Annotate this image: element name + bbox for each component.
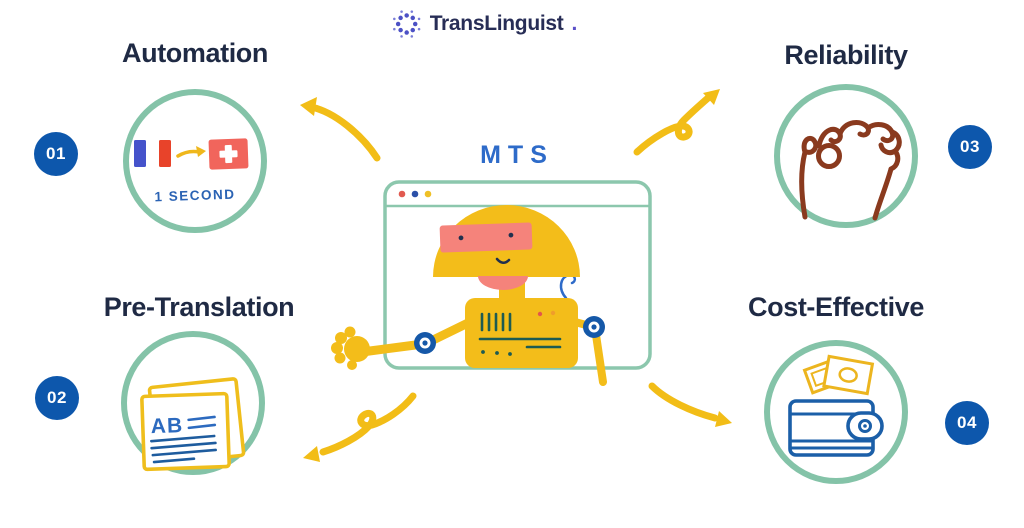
arrow-bottom-left-icon xyxy=(319,392,417,456)
one-second-caption: 1 SECOND xyxy=(154,187,236,205)
robot-icon xyxy=(331,205,607,386)
automation-circle: 1 SECOND xyxy=(123,89,267,233)
banknotes-icon xyxy=(802,354,875,396)
robot-right-forearm xyxy=(592,331,607,386)
reliability-circle xyxy=(774,84,918,228)
robot-eye-right xyxy=(508,232,514,238)
logo-dots-icon xyxy=(393,10,421,38)
doc-ab-text: AB xyxy=(150,414,183,438)
robot-left-joint xyxy=(414,332,436,354)
pre-translation-title: Pre-Translation xyxy=(103,292,295,322)
flag-translation-icon: 1 SECOND xyxy=(134,138,249,205)
swiss-flag-icon xyxy=(208,138,249,170)
arrowhead-bottom-left xyxy=(303,446,320,462)
robot-left-upper-arm xyxy=(424,316,477,347)
robot-torso-details xyxy=(478,312,562,349)
reliability-title: Reliability xyxy=(784,40,908,70)
robot-torso-dot-orange xyxy=(550,310,556,316)
arrowhead-top-left xyxy=(300,97,317,116)
brand-logo: TransLinguist. xyxy=(391,8,578,40)
documents-icon: AB xyxy=(140,377,246,472)
arrow-right-icon xyxy=(176,146,206,158)
arrowhead-top-right xyxy=(703,89,720,105)
brand-name: TransLinguist xyxy=(429,12,564,35)
window-dot-blue xyxy=(411,190,419,198)
pre-translation-badge: 02 xyxy=(35,376,79,420)
robot-left-hand xyxy=(331,326,370,370)
robot-eye-left xyxy=(458,235,464,241)
arrowhead-bottom-right xyxy=(715,411,732,427)
reliability-badge: 03 xyxy=(948,125,992,169)
arrow-top-left-icon xyxy=(307,103,381,162)
brand-period: . xyxy=(571,12,578,35)
window-dot-yellow xyxy=(424,190,432,198)
robot-torso-dots xyxy=(481,350,512,356)
cost-effective-circle xyxy=(764,340,908,484)
cost-effective-badge: 04 xyxy=(945,401,989,445)
wallet-money-icon xyxy=(788,354,884,457)
wallet-body xyxy=(788,399,884,457)
cost-effective-title: Cost-Effective xyxy=(748,292,924,322)
robot-browser-illustration xyxy=(331,180,652,386)
robot-right-joint xyxy=(583,316,605,338)
robot-torso xyxy=(465,298,578,368)
automation-badge: 01 xyxy=(34,132,78,176)
robot-chin xyxy=(478,276,528,290)
arrow-top-right-icon xyxy=(633,94,712,156)
mts-title: MTS xyxy=(480,141,554,169)
pre-translation-circle: AB xyxy=(121,331,265,475)
robot-smile xyxy=(495,257,511,264)
ok-hand-icon xyxy=(799,120,902,221)
robot-torso-dot-red xyxy=(537,311,543,317)
french-flag-icon xyxy=(134,140,171,167)
window-dot-red xyxy=(398,190,406,198)
automation-title: Automation xyxy=(122,38,268,68)
robot-visor xyxy=(439,222,533,253)
arrow-bottom-right-icon xyxy=(648,382,719,422)
robot-left-forearm xyxy=(357,339,428,357)
